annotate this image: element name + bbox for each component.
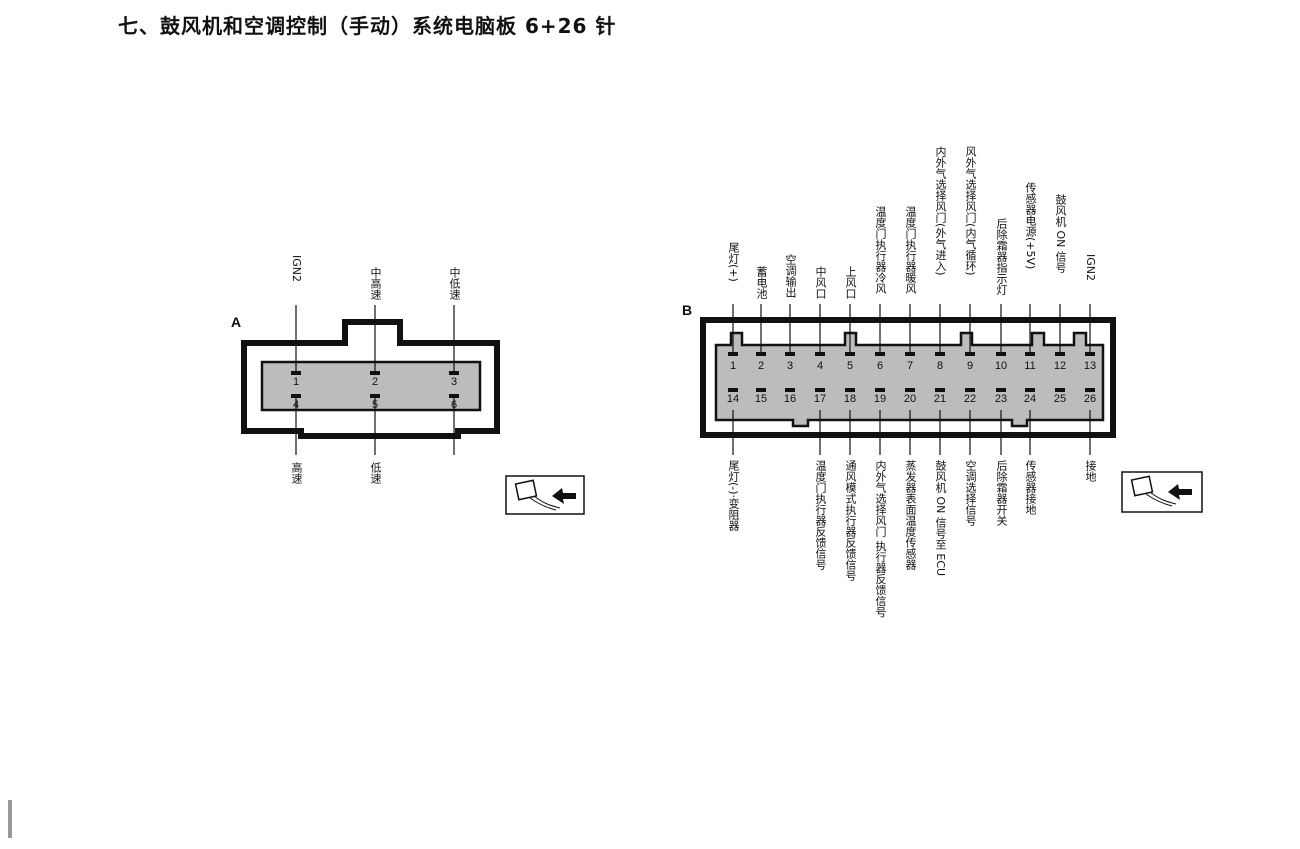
- connector-b-pin-mark: [1025, 388, 1035, 392]
- connector-a-pin-number: 1: [293, 376, 299, 388]
- connector-b-pin-mark: [1055, 352, 1065, 356]
- connector-b-label-bottom: 尾灯(-)·变阻器: [727, 460, 740, 532]
- connector-b-pin-number: 3: [787, 360, 793, 372]
- connector-b-label-bottom: 蒸发器表面温度传感器: [904, 460, 917, 570]
- connector-b-label-top: 温度门执行器暖风: [904, 206, 917, 294]
- connector-b-pin-mark: [756, 352, 766, 356]
- connector-a-label-top: 中高速: [369, 267, 382, 300]
- connector-b-label-bottom: 接地: [1084, 460, 1097, 482]
- connector-b-pin-number: 23: [995, 393, 1007, 405]
- connector-b-pin-number: 17: [814, 393, 826, 405]
- connector-b-pin-mark: [1085, 352, 1095, 356]
- connector-b-pin-mark: [905, 388, 915, 392]
- connector-b-pin-number: 16: [784, 393, 796, 405]
- connector-b-pin-mark: [785, 388, 795, 392]
- connector-b-pin-number: 4: [817, 360, 823, 372]
- connector-b-housing: [700, 317, 1116, 438]
- connector-a-housing: [241, 319, 500, 439]
- connector-b-label-bottom: 空调选择信号: [964, 460, 977, 526]
- connector-b-pin-mark: [728, 352, 738, 356]
- connector-b-label-top: 鼓风机 ON 信号: [1054, 194, 1067, 273]
- connector-a-pin-mark: [370, 371, 380, 375]
- connector-b-label-bottom: 通风模式执行器反馈信号: [844, 460, 857, 581]
- connector-b-label-top: 上风口: [844, 266, 857, 299]
- connector-a-pin-mark: [291, 371, 301, 375]
- connector-a-label-top: 中低速: [448, 267, 461, 300]
- connector-b-pin-mark: [996, 352, 1006, 356]
- connector-b-pin-number: 13: [1084, 360, 1096, 372]
- connector-b-label-top: 尾灯(+): [727, 242, 740, 282]
- connector-b-pin-mark: [935, 388, 945, 392]
- connector-b-label-top: 蓄电池: [755, 266, 768, 299]
- connector-b-id: B: [682, 302, 693, 318]
- connector-a-label-bottom: 低速: [369, 462, 382, 484]
- connector-b-pin-number: 6: [877, 360, 883, 372]
- connector-b-pin-mark: [815, 352, 825, 356]
- connector-b-pin-number: 5: [847, 360, 853, 372]
- connector-b-pin-number: 10: [995, 360, 1007, 372]
- connector-b-label-bottom: 温度门执行器反馈信号: [814, 460, 827, 570]
- connector-a-pin-number: 3: [451, 376, 457, 388]
- connector-b-pin-mark: [875, 352, 885, 356]
- view-direction-icon-b: [1121, 471, 1203, 513]
- connector-b-pin-mark: [965, 388, 975, 392]
- connector-a-face: [260, 360, 482, 412]
- connector-b-pin-number: 11: [1024, 360, 1035, 372]
- connector-a-id: A: [231, 314, 242, 330]
- page-edge-mark: [8, 800, 12, 838]
- connector-b-pin-number: 1: [730, 360, 736, 372]
- connector-b-pin-mark: [785, 352, 795, 356]
- connector-b-pin-mark: [1085, 388, 1095, 392]
- view-direction-icon-a: [505, 475, 585, 515]
- connector-b-label-top: 传感器电源(+5V): [1024, 182, 1037, 270]
- connector-b-label-top: 中风口: [814, 266, 827, 299]
- connector-b-pin-number: 22: [964, 393, 976, 405]
- connector-b-pin-number: 19: [874, 393, 886, 405]
- connector-b-pin-number: 24: [1024, 393, 1036, 405]
- connector-b-pin-mark: [996, 388, 1006, 392]
- connector-b-label-top: 温度门执行器冷风: [874, 206, 887, 294]
- connector-a-pin-number: 2: [372, 376, 378, 388]
- connector-b-label-bottom: 鼓风机 ON 信号至 ECU: [934, 460, 947, 577]
- connector-a-label-top: IGN2: [290, 255, 303, 282]
- connector-b-label-top: 后除霜器指示灯: [995, 218, 1008, 295]
- connector-b-pin-mark: [905, 352, 915, 356]
- connector-b-pin-number: 14: [727, 393, 739, 405]
- connector-b-pin-number: 7: [907, 360, 913, 372]
- connector-b-label-top: IGN2: [1084, 254, 1097, 281]
- connector-b-pin-number: 21: [934, 393, 946, 405]
- connector-b-pin-number: 18: [844, 393, 856, 405]
- connector-b-pin-mark: [815, 388, 825, 392]
- connector-b-pin-mark: [1055, 388, 1065, 392]
- connector-b-pin-mark: [845, 388, 855, 392]
- connector-b-pin-number: 9: [967, 360, 973, 372]
- connector-b-label-bottom: 传感器接地: [1024, 460, 1037, 515]
- connector-b-label-top: 空调输出: [784, 254, 797, 298]
- connector-b-label-top: 内外气选择风门(外气进入): [934, 146, 947, 276]
- connector-b-pin-number: 25: [1054, 393, 1066, 405]
- connector-b-pin-number: 26: [1084, 393, 1096, 405]
- connector-b-pin-number: 8: [937, 360, 943, 372]
- connector-b-pin-number: 12: [1054, 360, 1066, 372]
- page-title: 七、鼓风机和空调控制（手动）系统电脑板 6+26 针: [118, 14, 617, 38]
- connector-b-label-bottom: 后除霜器开关: [995, 460, 1008, 526]
- connector-a-label-bottom: 高速: [290, 462, 303, 484]
- connector-b-pin-mark: [756, 388, 766, 392]
- connector-b-pin-mark: [845, 352, 855, 356]
- connector-b-pin-mark: [875, 388, 885, 392]
- connector-b-pin-number: 2: [758, 360, 764, 372]
- connector-b-pin-mark: [965, 352, 975, 356]
- connector-b-pin-mark: [728, 388, 738, 392]
- connector-b-pin-mark: [935, 352, 945, 356]
- connector-b-pin-mark: [1025, 352, 1035, 356]
- connector-b-label-bottom: 内外气选择风门 执行器反馈信号: [874, 460, 887, 618]
- connector-b-face: [714, 331, 1105, 428]
- connector-b-pin-number: 20: [904, 393, 916, 405]
- connector-a-pin-mark: [449, 371, 459, 375]
- connector-b-label-top: 风外气选择风门(内气循环): [964, 146, 977, 276]
- connector-b-pin-number: 15: [755, 393, 767, 405]
